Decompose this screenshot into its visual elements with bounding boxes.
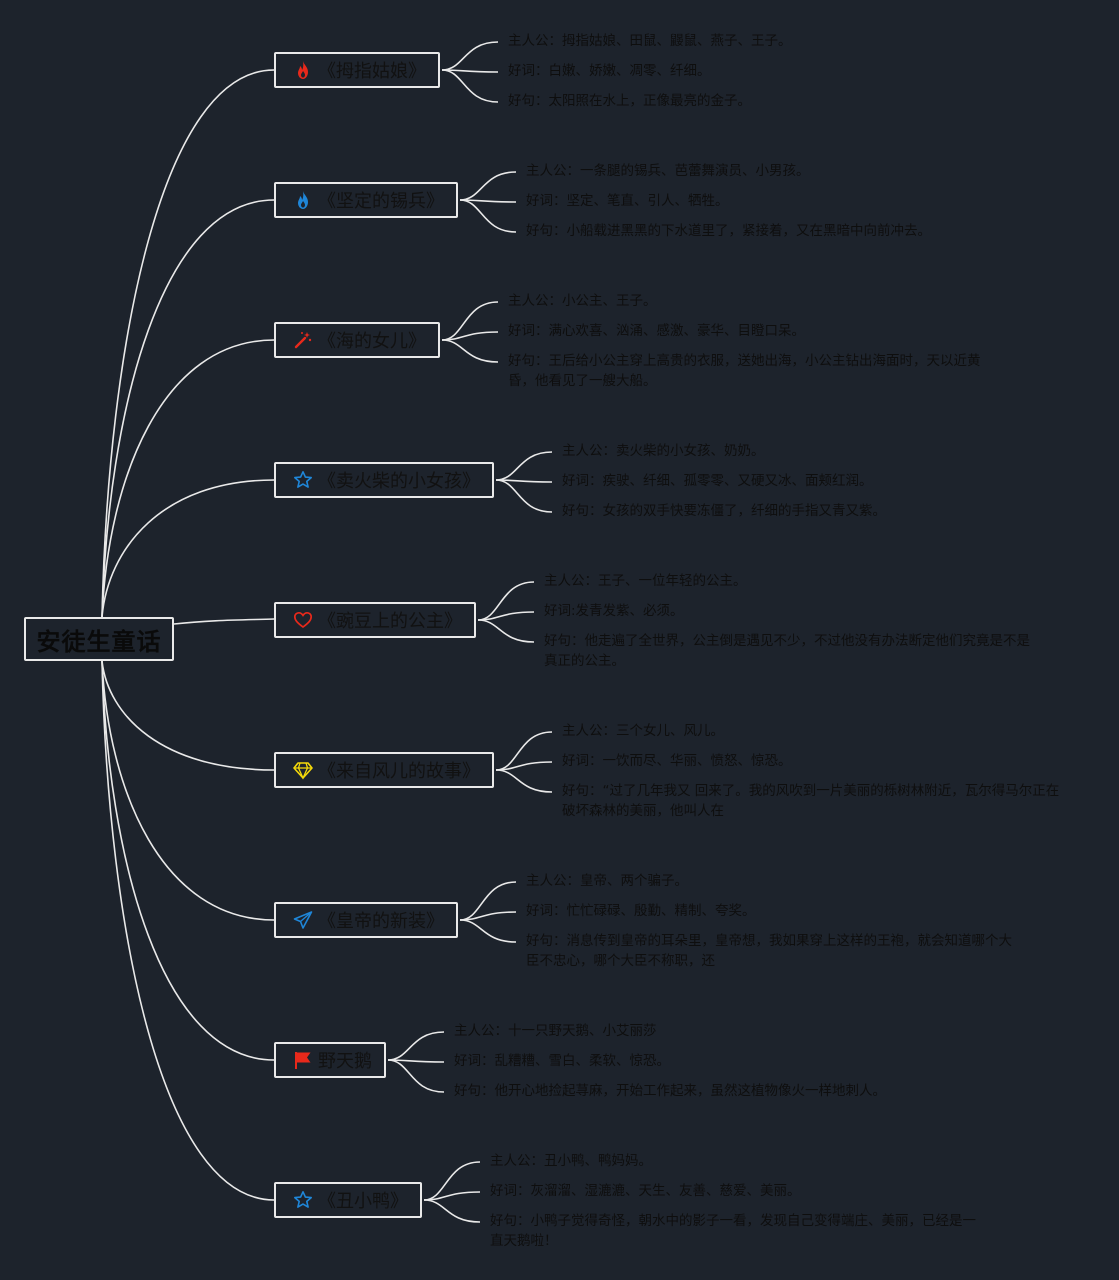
detail-text: 好词：满心欢喜、汹涌、感激、豪华、目瞪口呆。 — [508, 323, 805, 339]
connector-root-story-8 — [101, 660, 275, 1201]
story-title: 《丑小鸭》 — [318, 1191, 408, 1212]
story-node[interactable]: 《豌豆上的公主》 — [274, 602, 476, 638]
detail-text: 好句：消息传到皇帝的耳朵里，皇帝想，我如果穿上这样的王袍，就会知道哪个大臣不忠心… — [526, 933, 1012, 969]
heart-icon — [292, 609, 314, 631]
detail-text: 主人公：小公主、王子。 — [508, 293, 657, 309]
connector-story-5-detail-1 — [495, 761, 553, 771]
flag-icon — [292, 1049, 314, 1071]
detail-text: 好词：一饮而尽、华丽、愤怒、惊恐。 — [562, 753, 792, 769]
detail-text: 好句：女孩的双手快要冻僵了，纤细的手指又青又紫。 — [562, 503, 886, 519]
detail-text: 好词：白嫩、娇嫩、凋零、纤细。 — [508, 63, 711, 79]
paper-plane-icon — [292, 909, 314, 931]
detail-text: 主人公：一条腿的锡兵、芭蕾舞演员、小男孩。 — [526, 163, 810, 179]
detail-text: 主人公：拇指姑娘、田鼠、鼹鼠、燕子、王子。 — [508, 33, 792, 49]
detail-text: 好句：他开心地捡起荨麻，开始工作起来，虽然这植物像火一样地刺人。 — [454, 1083, 886, 1099]
story-node[interactable]: 《海的女儿》 — [274, 322, 440, 358]
detail-text: 主人公：十一只野天鹅、小艾丽莎 — [454, 1023, 657, 1039]
connector-root-story-0 — [101, 69, 275, 618]
story-title: 《卖火柴的小女孩》 — [318, 471, 480, 492]
connector-story-6-detail-2 — [459, 919, 517, 943]
connector-story-4-detail-2 — [477, 619, 535, 643]
magic-wand-icon — [292, 329, 314, 351]
connector-story-1-detail-0 — [459, 171, 517, 201]
connector-root-story-4 — [173, 618, 275, 625]
connector-story-8-detail-1 — [423, 1191, 481, 1201]
story-title: 《坚定的锡兵》 — [318, 191, 444, 212]
detail-text: 好词：疾驶、纤细、孤零零、又硬又冰、面颊红润。 — [562, 473, 873, 489]
detail-text: 好句：小船载进黑黑的下水道里了，紧接着，又在黑暗中向前冲去。 — [526, 223, 931, 239]
detail-text: 好句：太阳照在水上，正像最亮的金子。 — [508, 93, 751, 109]
story-node[interactable]: 《卖火柴的小女孩》 — [274, 462, 494, 498]
root-node[interactable]: 安徒生童话 — [24, 617, 174, 661]
story-title: 《豌豆上的公主》 — [318, 611, 462, 632]
connector-story-7-detail-0 — [387, 1031, 445, 1061]
detail-text: 主人公：王子、一位年轻的公主。 — [544, 573, 747, 589]
detail-text: 好句：他走遍了全世界，公主倒是遇见不少，不过他没有办法断定他们究竟是不是真正的公… — [544, 633, 1030, 669]
connector-story-6-detail-1 — [459, 911, 517, 921]
connector-root-story-7 — [101, 660, 275, 1061]
story-node[interactable]: 《丑小鸭》 — [274, 1182, 422, 1218]
detail-text: 好词：灰溜溜、湿漉漉、天生、友善、慈爱、美丽。 — [490, 1183, 801, 1199]
connector-root-story-2 — [101, 339, 275, 618]
star-icon — [292, 1189, 314, 1211]
connector-story-3-detail-2 — [495, 479, 553, 513]
detail-text: 主人公：三个女儿、风儿。 — [562, 723, 724, 739]
connector-story-4-detail-1 — [477, 611, 535, 621]
detail-text: 主人公：卖火柴的小女孩、奶奶。 — [562, 443, 765, 459]
story-node[interactable]: 《来自风儿的故事》 — [274, 752, 494, 788]
story-node[interactable]: 《坚定的锡兵》 — [274, 182, 458, 218]
detail-text: 好词：忙忙碌碌、殷勤、精制、夸奖。 — [526, 903, 756, 919]
detail-text: 好词：坚定、笔直、引人、牺牲。 — [526, 193, 729, 209]
story-title: 《拇指姑娘》 — [318, 61, 426, 82]
detail-text: 好句：“过了几年我又 回来了。我的风吹到一片美丽的栎树林附近，瓦尔得马尔正在破坏… — [562, 783, 1060, 819]
connector-root-story-5 — [101, 660, 275, 771]
connector-story-0-detail-2 — [441, 69, 499, 103]
story-node[interactable]: 《皇帝的新装》 — [274, 902, 458, 938]
fire-icon — [292, 59, 314, 81]
connector-story-2-detail-2 — [441, 339, 499, 363]
story-node[interactable]: 野天鹅 — [274, 1042, 386, 1078]
story-title: 野天鹅 — [318, 1051, 372, 1072]
detail-text: 好句：王后给小公主穿上高贵的衣服，送她出海，小公主钻出海面时，天以近黄昏，他看见… — [508, 353, 981, 389]
connector-story-2-detail-1 — [441, 331, 499, 341]
story-title: 《来自风儿的故事》 — [318, 761, 480, 782]
story-node[interactable]: 《拇指姑娘》 — [274, 52, 440, 88]
story-title: 《海的女儿》 — [318, 331, 426, 352]
connector-root-story-6 — [101, 660, 275, 921]
detail-text: 好句：小鸭子觉得奇怪，朝水中的影子一看，发现自己变得端庄、美丽，已经是一直天鹅啦… — [490, 1213, 976, 1249]
star-icon — [292, 469, 314, 491]
detail-text: 主人公：丑小鸭、鸭妈妈。 — [490, 1153, 652, 1169]
connector-root-story-3 — [101, 479, 275, 618]
blue-flame-icon — [292, 189, 314, 211]
detail-text: 好词:发青发紫、必须。 — [544, 603, 684, 619]
connector-story-1-detail-2 — [459, 199, 517, 233]
connector-story-5-detail-2 — [495, 769, 553, 793]
detail-text: 好词：乱糟糟、雪白、柔软、惊恐。 — [454, 1053, 670, 1069]
connector-root-story-1 — [101, 199, 275, 618]
diamond-icon — [292, 759, 314, 781]
connector-story-3-detail-0 — [495, 451, 553, 481]
connector-story-0-detail-0 — [441, 41, 499, 71]
detail-text: 主人公：皇帝、两个骗子。 — [526, 873, 688, 889]
connector-story-8-detail-2 — [423, 1199, 481, 1223]
connector-story-7-detail-2 — [387, 1059, 445, 1093]
story-title: 《皇帝的新装》 — [318, 911, 444, 932]
